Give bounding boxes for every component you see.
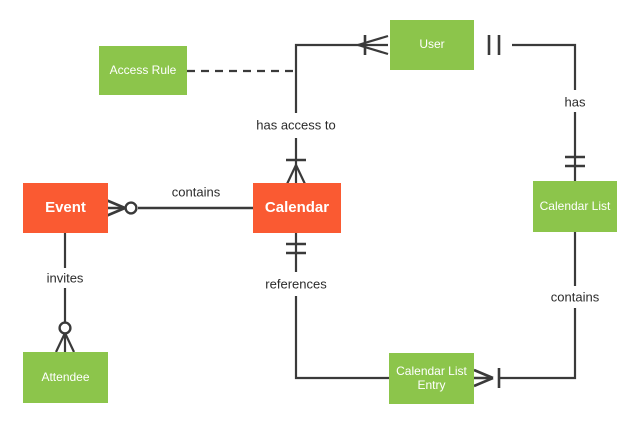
relationship-label-invites: invites — [46, 270, 84, 286]
entity-access-rule[interactable]: Access Rule — [99, 46, 187, 95]
entity-calendar[interactable]: Calendar — [253, 183, 341, 233]
entity-label-attendee: Attendee — [41, 369, 90, 384]
crowsfoot-calendar-top — [286, 164, 306, 185]
entity-attendee[interactable]: Attendee — [23, 352, 108, 403]
relationship-label-references: references — [265, 276, 327, 292]
entity-user[interactable]: User — [390, 20, 474, 70]
entity-label-user: User — [419, 37, 445, 52]
crowsfoot-entry-right — [473, 368, 494, 388]
entity-label-calendar-list-entry-line2: Entry — [417, 377, 446, 392]
entity-label-event: Event — [45, 199, 86, 217]
relationship-label-contains-calendar: contains — [171, 184, 221, 200]
entity-label-access-rule: Access Rule — [109, 62, 177, 77]
relationship-label-has: has — [564, 94, 586, 110]
crowsfoot-attendee-top — [55, 332, 75, 353]
connector-calendarlist-entry-lower — [500, 308, 577, 380]
entity-calendar-list-entry[interactable]: Calendar List Entry — [389, 353, 474, 404]
cardinality-zero-circle-event — [124, 201, 138, 215]
crowsfoot-event-right — [105, 198, 126, 218]
entity-label-calendar-list-entry-line1: Calendar List — [396, 363, 467, 378]
entity-label-calendar-list: Calendar List — [539, 198, 611, 213]
crowsfoot-user-left — [357, 34, 389, 56]
relationship-label-has-access-to: has access to — [256, 117, 336, 133]
entity-event[interactable]: Event — [23, 183, 108, 233]
cardinality-zero-circle-attendee — [58, 321, 72, 335]
connector-calendar-references-lower — [294, 296, 389, 380]
entity-calendar-list[interactable]: Calendar List — [533, 181, 617, 232]
connector-user-calendar — [294, 43, 388, 113]
entity-label-calendar: Calendar — [264, 199, 330, 217]
relationship-label-contains-entry: contains — [550, 289, 600, 305]
connector-user-calendarlist — [512, 43, 577, 90]
